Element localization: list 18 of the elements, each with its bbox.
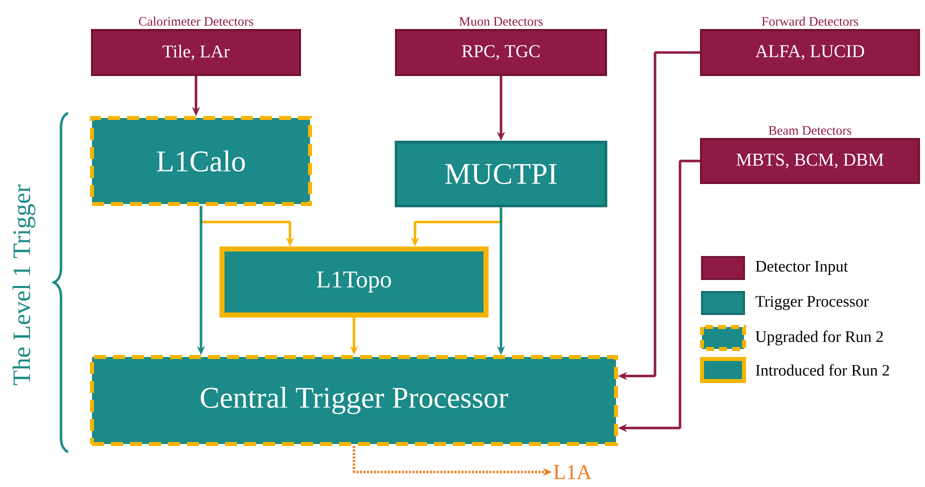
box-heading: Beam Detectors bbox=[768, 126, 852, 135]
legend-label: Introduced for Run 2 bbox=[756, 364, 889, 376]
processor-box: L1Calo bbox=[90, 116, 312, 206]
box-heading: Calorimeter Detectors bbox=[138, 16, 254, 26]
legend-label: Detector Input bbox=[756, 261, 848, 275]
box-heading: Muon Detectors bbox=[459, 17, 543, 26]
detector-box: ALFA, LUCID bbox=[700, 29, 920, 76]
processor-box: L1Topo bbox=[220, 246, 488, 318]
detector-box: Tile, LAr bbox=[91, 29, 301, 76]
output-label: L1A bbox=[554, 465, 592, 479]
legend-label: Trigger Processor bbox=[756, 296, 869, 310]
detector-box: MBTS, BCM, DBM bbox=[700, 138, 920, 184]
detector-box: RPC, TGC bbox=[395, 29, 607, 76]
box-heading: Forward Detectors bbox=[762, 16, 858, 26]
legend-label: Upgraded for Run 2 bbox=[756, 330, 883, 346]
processor-box: MUCTPI bbox=[394, 140, 608, 208]
side-label: The Level 1 Trigger bbox=[12, 184, 36, 386]
processor-box: Central Trigger Processor bbox=[90, 355, 618, 446]
